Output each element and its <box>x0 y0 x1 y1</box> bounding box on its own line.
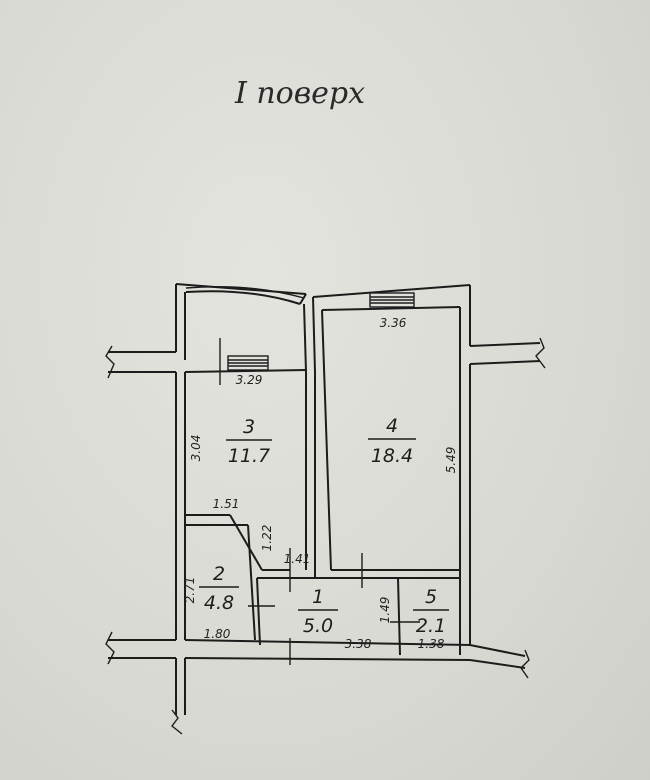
break-mark <box>535 337 546 369</box>
wall-line <box>469 644 526 657</box>
room-number: 1 <box>312 586 324 608</box>
room-2-label: 2 4.8 <box>199 563 239 614</box>
dimension-label: 3.29 <box>236 373 263 387</box>
wall-line <box>321 309 332 571</box>
dimension-label: 1.51 <box>213 497 240 511</box>
dimension-label: 1.41 <box>284 552 311 566</box>
wall-line <box>312 296 316 373</box>
room-1-label: 1 5.0 <box>298 586 338 637</box>
room-number: 2 <box>213 563 225 585</box>
room-area: 4.8 <box>204 592 234 614</box>
dimension-label: 2.71 <box>183 577 197 604</box>
window-room-3 <box>227 355 269 371</box>
wall-line <box>397 577 401 656</box>
room-4-label: 4 18.4 <box>368 415 416 467</box>
window-room-4 <box>369 292 415 308</box>
balcony-arc-outer <box>185 286 305 299</box>
room-area: 11.7 <box>228 445 270 467</box>
wall-line <box>469 659 526 669</box>
dimension-label: 3.38 <box>345 637 372 651</box>
wall-line <box>256 577 261 646</box>
wall-line <box>229 514 263 571</box>
room-3-label: 3 11.7 <box>226 416 272 467</box>
room-number: 4 <box>386 415 398 437</box>
plan-title: І поверх <box>234 76 365 111</box>
break-mark <box>171 709 183 735</box>
room-number: 5 <box>425 586 437 608</box>
wall-line <box>184 657 471 661</box>
wall-line <box>303 303 307 373</box>
wall-line <box>299 293 307 305</box>
wall-line <box>175 283 307 295</box>
dimension-label: 3.04 <box>189 435 203 462</box>
walls <box>105 283 546 735</box>
break-mark <box>105 345 115 379</box>
dimension-label: 1.49 <box>378 597 392 624</box>
wall-line <box>321 306 461 311</box>
room-area: 2.1 <box>416 615 446 637</box>
wall-line <box>469 360 541 365</box>
windows <box>227 292 415 371</box>
wall-line <box>312 284 471 298</box>
break-mark <box>520 649 530 679</box>
room-number: 3 <box>243 416 255 438</box>
dimension-labels: 3.36 3.29 3.04 5.49 1.51 1.22 1.41 2.71 … <box>183 316 458 651</box>
wall-line <box>184 369 307 373</box>
wall-line <box>247 524 256 641</box>
dimension-label: 1.80 <box>204 627 231 641</box>
wall-line <box>469 342 541 347</box>
dimension-label: 1.22 <box>260 525 274 552</box>
room-area: 5.0 <box>303 615 333 637</box>
break-mark <box>105 631 115 665</box>
balcony-arc <box>185 290 301 305</box>
wall-line <box>184 639 471 646</box>
room-5-label: 5 2.1 <box>413 586 449 637</box>
dimension-label: 5.49 <box>444 447 458 474</box>
dimension-label: 1.38 <box>418 637 445 651</box>
dimension-label: 3.36 <box>380 316 407 330</box>
room-area: 18.4 <box>371 445 413 467</box>
